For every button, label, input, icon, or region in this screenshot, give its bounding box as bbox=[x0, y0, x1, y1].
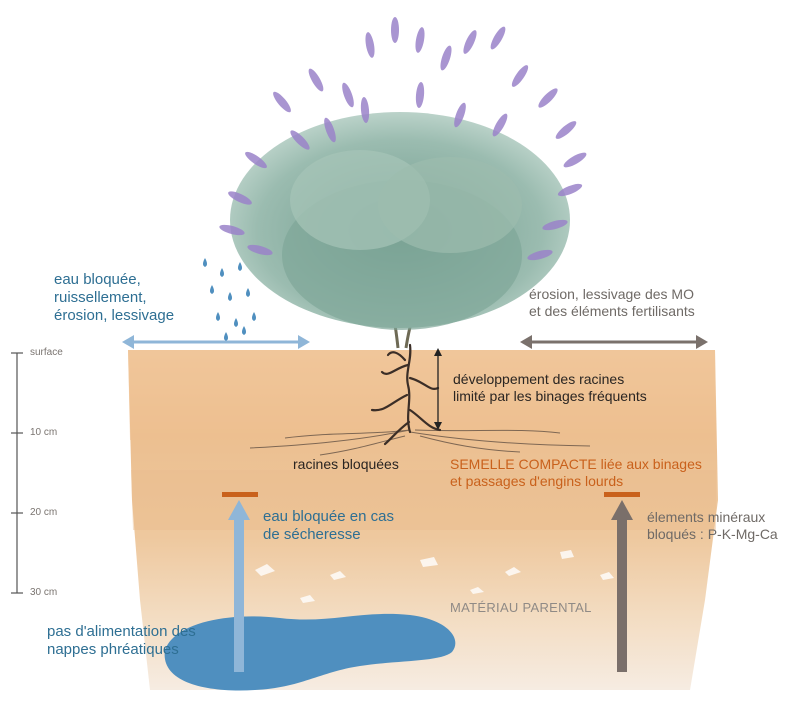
lavender-flower-spike bbox=[509, 63, 530, 89]
raindrops-icon bbox=[203, 258, 256, 341]
label-erosion-leaching: érosion, lessivage des MOet des éléments… bbox=[529, 286, 695, 320]
lavender-flower-spike bbox=[488, 25, 508, 52]
lavender-flower-spike bbox=[340, 81, 356, 108]
raindrop bbox=[252, 312, 256, 321]
raindrop bbox=[210, 285, 214, 294]
label-compact-sole: SEMELLE COMPACTE liée aux binageset pass… bbox=[450, 456, 702, 490]
lavender-flower-spike bbox=[438, 44, 454, 71]
label-parent-material: MATÉRIAU PARENTAL bbox=[450, 600, 592, 616]
lavender-flower-spike bbox=[536, 86, 560, 110]
right-erosion-arrow bbox=[520, 335, 708, 349]
label-water-table: pas d'alimentation desnappes phréatiques bbox=[47, 623, 196, 659]
compact-layer-marker-left bbox=[222, 492, 258, 497]
label-blocked-minerals: élements minérauxbloqués : P-K-Mg-Ca bbox=[647, 509, 778, 543]
lavender-flower-spike bbox=[271, 89, 294, 114]
lavender-flower-spike bbox=[562, 150, 589, 170]
raindrop bbox=[228, 292, 232, 301]
raindrop bbox=[238, 262, 242, 271]
raindrop bbox=[242, 326, 246, 335]
raindrop bbox=[203, 258, 207, 267]
raindrop bbox=[234, 318, 238, 327]
label-blocked-roots: racines bloquées bbox=[293, 456, 399, 473]
scale-tick-surface: surface bbox=[30, 347, 63, 359]
label-root-development: développement des racineslimité par les … bbox=[453, 371, 647, 405]
depth-scale bbox=[11, 353, 23, 593]
lavender-flower-spike bbox=[306, 67, 326, 94]
raindrop bbox=[216, 312, 220, 321]
lavender-flower-spike bbox=[391, 17, 399, 43]
label-water-blocked-drought: eau bloquée en casde sécheresse bbox=[263, 508, 394, 544]
lavender-flower-spike bbox=[414, 27, 426, 54]
scale-tick-30cm: 30 cm bbox=[30, 587, 57, 599]
scale-tick-10cm: 10 cm bbox=[30, 427, 57, 439]
raindrop bbox=[246, 288, 250, 297]
lavender-flower-spike bbox=[364, 32, 376, 59]
left-runoff-arrow bbox=[122, 335, 310, 349]
label-blocked-water-runoff: eau bloquée,ruissellement,érosion, lessi… bbox=[54, 271, 174, 325]
lavender-flower-spike bbox=[553, 119, 578, 142]
lavender-flower-spike bbox=[415, 82, 425, 109]
scale-tick-20cm: 20 cm bbox=[30, 507, 57, 519]
compact-layer-marker-right bbox=[604, 492, 640, 497]
raindrop bbox=[224, 332, 228, 341]
lavender-flower-spike bbox=[461, 29, 479, 56]
raindrop bbox=[220, 268, 224, 277]
